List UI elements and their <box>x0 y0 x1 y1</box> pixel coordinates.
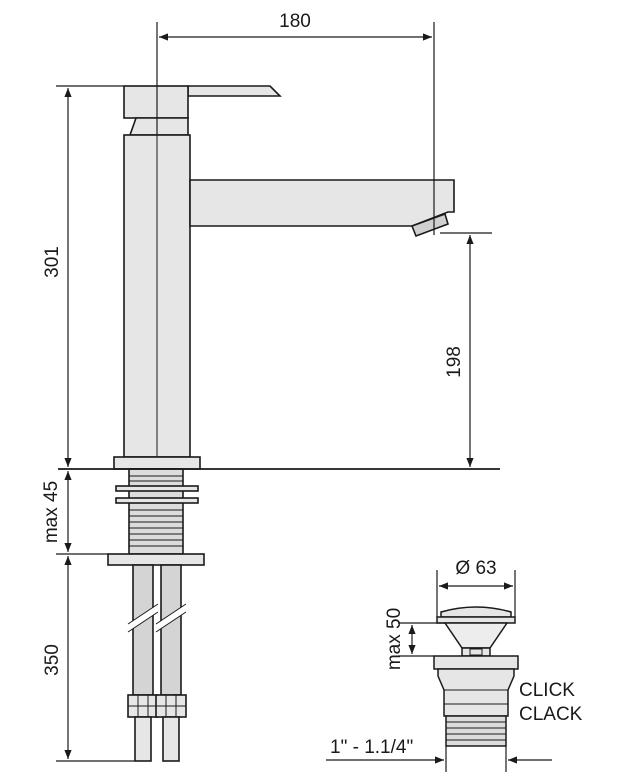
label-drain-type-line1: CLICK <box>519 680 575 701</box>
faucet-base-flange <box>113 456 201 470</box>
faucet-threaded-shank <box>128 468 184 555</box>
faucet-hose-left <box>132 564 154 696</box>
faucet-washer-upper <box>115 485 199 492</box>
faucet-hose-right <box>160 564 182 696</box>
faucet-washer-lower <box>115 497 199 504</box>
drain-body-flange <box>433 655 519 670</box>
faucet-spout <box>189 179 455 227</box>
label-drain-type-line2: CLACK <box>519 704 583 725</box>
drain-cap <box>440 606 512 618</box>
faucet-pipe-right <box>162 716 180 762</box>
faucet-detail-lines <box>126 117 188 717</box>
drain-body <box>437 668 515 717</box>
label-hose-length: 350 <box>42 644 63 676</box>
faucet-dimensions <box>56 22 492 762</box>
faucet-fixing-nut <box>107 553 205 566</box>
faucet-handle-block <box>123 85 189 119</box>
label-drain-diameter: Ø 63 <box>455 558 496 579</box>
label-spout-height: 198 <box>444 346 465 378</box>
drain-drawing <box>433 606 519 747</box>
faucet-pipe-left <box>134 716 152 762</box>
faucet-handle-lever <box>187 85 282 97</box>
label-deck-thickness: max 45 <box>41 481 62 543</box>
drain-detail-lines <box>444 648 508 741</box>
drain-cone <box>443 622 509 649</box>
label-width: 180 <box>279 11 311 32</box>
label-height: 301 <box>42 246 63 278</box>
label-drain-thread: 1" - 1.1/4" <box>330 737 413 758</box>
faucet-handle-base <box>128 117 189 136</box>
drain-dimensions <box>326 570 552 772</box>
label-drain-height: max 50 <box>384 608 405 670</box>
drain-threaded-tail <box>445 715 507 747</box>
drain-cap-flange <box>436 616 516 624</box>
